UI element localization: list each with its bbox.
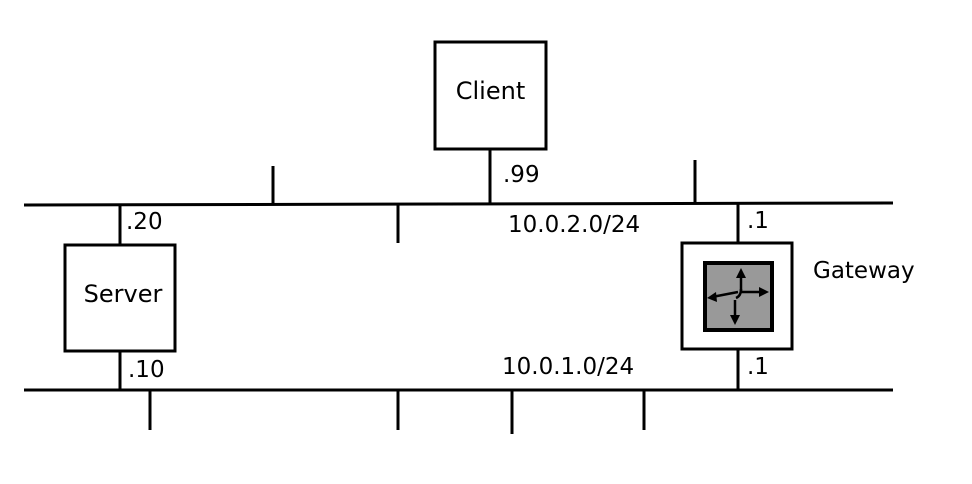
client-address: .99 [503,162,540,188]
server-label: Server [84,280,163,308]
client-node: Client .99 [433,40,548,205]
gateway-label: Gateway [813,258,915,284]
gateway-lower-address: .1 [747,354,769,380]
gateway-node: .1 Gateway .1 [680,204,915,390]
server-node: .20 Server .10 [63,205,177,390]
gateway-upper-address: .1 [747,208,769,234]
network-lower-label: 10.0.1.0/24 [502,354,634,380]
server-lower-address: .10 [128,357,165,383]
server-box [63,243,177,353]
client-box [433,40,548,151]
server-upper-address: .20 [126,209,163,235]
client-label: Client [456,77,525,105]
network-upper: 10.0.2.0/24 [23,160,894,243]
network-upper-label: 10.0.2.0/24 [508,212,640,238]
network-lower: 10.0.1.0/24 [24,354,893,434]
network-upper-bus [23,201,894,207]
router-icon [703,261,774,332]
